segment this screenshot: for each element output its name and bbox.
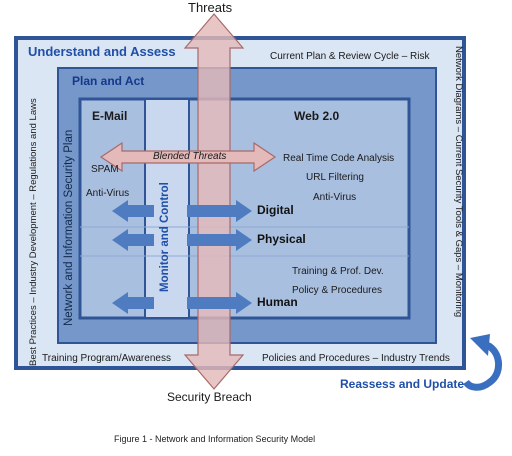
layer-digital: Digital	[257, 203, 294, 217]
threat-breach-arrow	[183, 13, 245, 390]
reassess-arrowhead	[470, 334, 490, 356]
web-antivirus: Anti-Virus	[313, 192, 357, 203]
plan-act-title: Plan and Act	[72, 74, 145, 88]
human-left-arrow	[112, 292, 154, 314]
web-training: Training & Prof. Dev.	[292, 266, 384, 277]
physical-right-arrow	[187, 229, 252, 251]
web-realtime: Real Time Code Analysis	[283, 153, 395, 164]
monitor-control-vertical: Monitor and Control	[159, 182, 171, 292]
security-plan-vertical: Network and Information Security Plan	[63, 129, 75, 326]
email-title: E-Mail	[92, 109, 128, 123]
digital-left-arrow	[112, 200, 154, 222]
understand-assess-title: Understand and Assess	[28, 44, 176, 59]
threats-label: Threats	[188, 0, 233, 15]
figure-caption: Figure 1 - Network and Information Secur…	[114, 434, 316, 444]
web-url-filtering: URL Filtering	[306, 172, 364, 183]
physical-left-arrow	[112, 229, 154, 251]
email-spam: SPAM	[91, 164, 119, 175]
web-title: Web 2.0	[294, 109, 340, 123]
security-breach-label: Security Breach	[167, 390, 252, 404]
web-policy: Policy & Procedures	[292, 285, 383, 296]
human-right-arrow	[187, 292, 252, 314]
network-diagrams-vertical: Network Diagrams – Current Security Tool…	[453, 46, 464, 318]
layer-human: Human	[257, 295, 298, 309]
reassess-curve	[463, 340, 502, 391]
email-antivirus: Anti-Virus	[86, 188, 130, 199]
digital-right-arrow	[187, 200, 252, 222]
best-practices-vertical: Best Practices – Industry Development – …	[28, 98, 39, 366]
reassess-update-label: Reassess and Update	[340, 377, 465, 391]
current-plan-label: Current Plan & Review Cycle – Risk	[270, 51, 430, 62]
blended-threats-arrow	[99, 141, 277, 173]
layer-physical: Physical	[257, 232, 306, 246]
blended-threats-label: Blended Threats	[153, 151, 227, 162]
training-program-label: Training Program/Awareness	[42, 353, 171, 364]
policies-trends-label: Policies and Procedures – Industry Trend…	[262, 353, 450, 364]
